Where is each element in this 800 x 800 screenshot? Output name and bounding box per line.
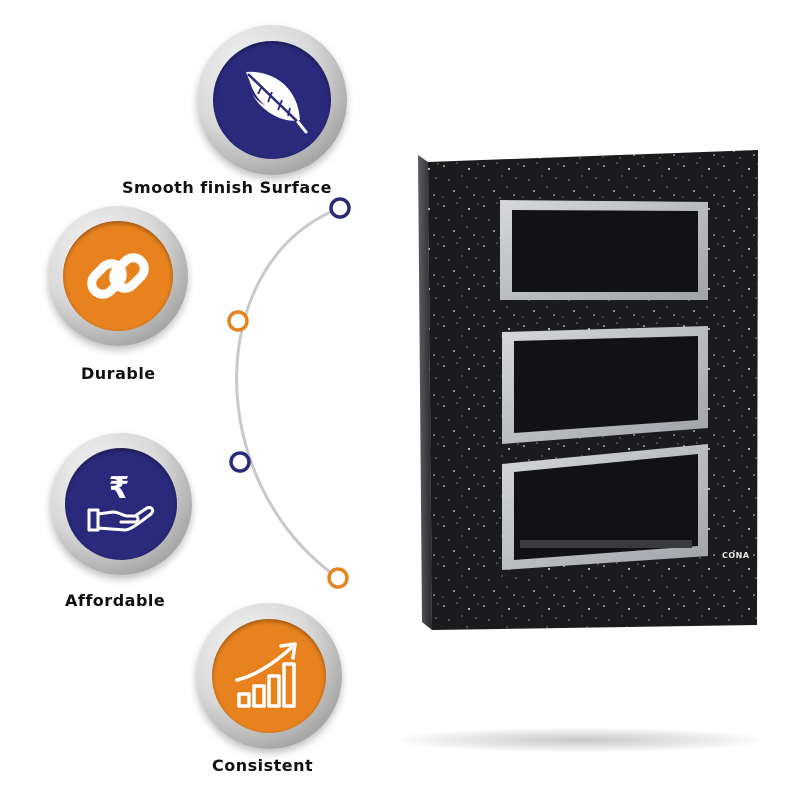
- feature-label-smooth: Smooth finish Surface: [122, 178, 332, 197]
- arc-node-orange-bottom: [327, 567, 349, 589]
- module-frame-1: [500, 200, 708, 300]
- module-frame-2: [502, 326, 708, 444]
- affordable-badge: ₹: [50, 433, 192, 575]
- plate-shadow: [400, 728, 760, 752]
- rupee-hand-icon: ₹: [87, 471, 155, 532]
- module-frame-3: [502, 444, 708, 570]
- feature-label-consistent: Consistent: [212, 756, 314, 775]
- arc-node-navy-top: [329, 197, 351, 219]
- feature-label-durable: Durable: [81, 364, 156, 383]
- feather-icon: [246, 71, 308, 134]
- consistent-badge: [196, 603, 342, 749]
- feature-label-affordable: Affordable: [65, 591, 166, 610]
- growth-chart-icon: [235, 642, 297, 708]
- brand-logo: CONA: [722, 551, 750, 560]
- rupee-symbol: ₹: [109, 471, 130, 506]
- chain-link-icon: [87, 253, 149, 299]
- durable-badge: [48, 206, 188, 346]
- arc-node-orange-upper: [227, 310, 249, 332]
- arc-node-navy-lower: [229, 451, 251, 473]
- smooth-finish-badge: [197, 25, 347, 175]
